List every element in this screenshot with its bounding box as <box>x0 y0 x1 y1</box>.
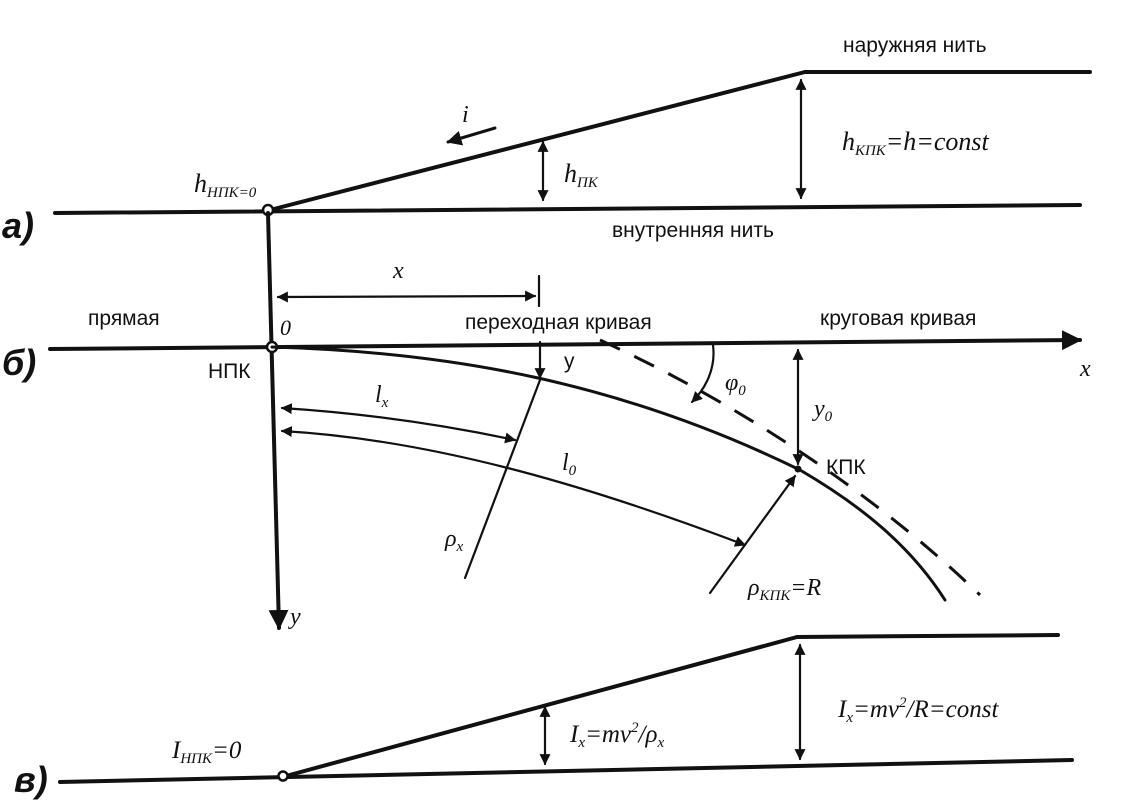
panel-b-label: б) <box>2 342 36 383</box>
ix-label: Ix=mv2/ρx <box>569 720 664 751</box>
y-axis-label: y <box>288 604 301 630</box>
x-axis <box>48 330 1082 351</box>
level-line-c <box>795 633 1060 639</box>
straight-label: прямая <box>88 307 160 330</box>
l0-dimension <box>280 426 747 547</box>
kpk-point <box>794 465 802 473</box>
kpk-label: КПК <box>826 456 866 479</box>
base-line-c <box>58 758 1074 784</box>
y-point-label: y <box>564 350 575 373</box>
h-pk-label: hПК <box>564 159 599 191</box>
lx-label: lx <box>375 382 389 411</box>
x-axis-label: x <box>1079 356 1091 382</box>
rho-kpk-radius <box>708 474 797 595</box>
origin-label: 0 <box>280 315 291 340</box>
outer-rail-ramp <box>268 70 807 212</box>
inner-rail-label: внутренняя нить <box>612 219 774 242</box>
outer-rail-label: наружняя нить <box>843 34 987 57</box>
l0-label: l0 <box>562 450 577 479</box>
phi0-arc <box>690 343 715 404</box>
ramp-line-c <box>284 635 799 778</box>
panel-a-label: а) <box>2 205 34 246</box>
x-dimension-label: x <box>392 258 404 284</box>
panel-b: б) прямая переходная кривая круговая кри… <box>2 211 1091 630</box>
h-kpk-label: hКПК=h=const <box>842 127 990 159</box>
i-end-label: Ix=mv2/R=const <box>837 695 999 726</box>
circular-curve-continuation <box>599 338 982 597</box>
phi0-label: φ0 <box>725 370 746 399</box>
transition-curve-label: переходная кривая <box>465 311 652 334</box>
y-axis <box>266 211 289 630</box>
i-npk-label: IНПК=0 <box>171 737 242 767</box>
panel-c-label: в) <box>14 759 48 800</box>
lx-dimension <box>280 403 517 444</box>
rho-x-radius <box>463 378 542 580</box>
panel-a: а) наружняя нить внутренняя нить i hНПК=… <box>2 34 1092 246</box>
panel-c: в) IНПК=0 Ix=mv2/ρx Ix=mv2/R=const <box>14 633 1074 800</box>
rho-x-label: ρx <box>444 526 464 555</box>
rho-kpk-label: ρКПК=R <box>747 575 821 604</box>
npk-point-c <box>277 770 289 782</box>
x-dimension <box>276 290 537 303</box>
slope-arrow <box>446 126 497 146</box>
npk-label: НПК <box>208 360 251 383</box>
inner-rail-line <box>53 203 1082 215</box>
h-npk-label: hНПК=0 <box>194 169 257 201</box>
y0-label: y0 <box>812 396 833 425</box>
slope-label: i <box>462 102 469 128</box>
circular-curve-label: круговая кривая <box>820 307 976 330</box>
